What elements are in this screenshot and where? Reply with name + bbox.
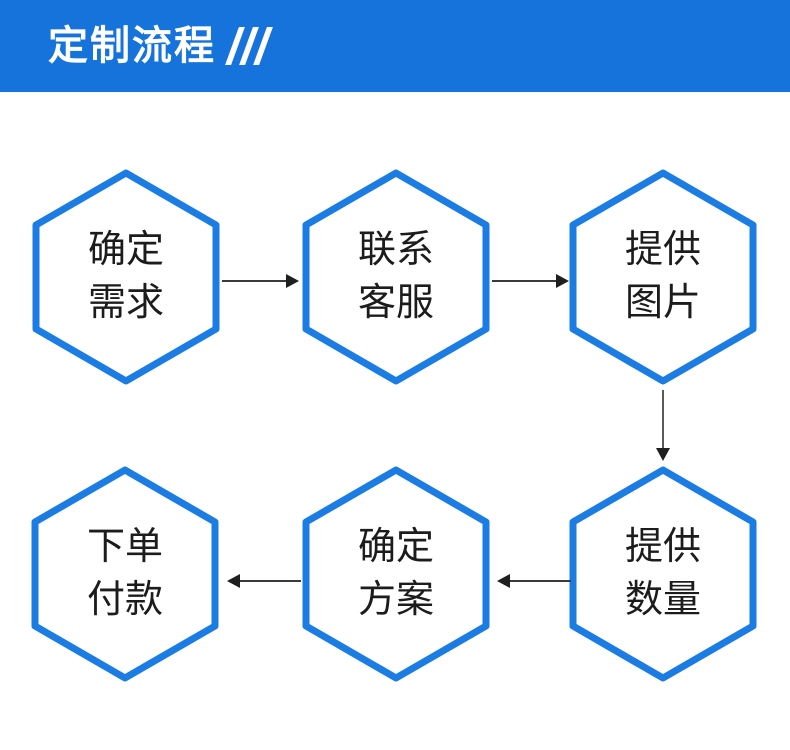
page-title: 定制流程 xyxy=(48,24,216,68)
hex-label-line: 图片 xyxy=(624,282,701,324)
hex-label-line: 需求 xyxy=(87,282,164,324)
hexagon-shape xyxy=(31,466,219,682)
hexagon-shape xyxy=(32,169,220,385)
arrow-left-icon xyxy=(497,574,510,588)
hex-step-6-order-payment: 下单 付款 xyxy=(31,466,219,682)
arrow-right-icon xyxy=(556,274,569,288)
arrow-left-icon xyxy=(227,574,240,588)
hex-step-6-label: 下单 付款 xyxy=(31,466,219,682)
arrow-right-icon xyxy=(286,274,299,288)
hex-step-2-contact-service: 联系 客服 xyxy=(302,169,490,385)
hex-label-line: 提供 xyxy=(624,526,701,568)
hex-step-3-label: 提供 图片 xyxy=(569,169,757,385)
hexagon-shape xyxy=(302,466,490,682)
hex-label-line: 确定 xyxy=(87,229,164,271)
hex-step-3-provide-images: 提供 图片 xyxy=(569,169,757,385)
hex-label-line: 付款 xyxy=(86,579,163,621)
hex-step-1-confirm-requirements: 确定 需求 xyxy=(32,169,220,385)
hex-step-2-label: 联系 客服 xyxy=(302,169,490,385)
hex-label-line: 联系 xyxy=(357,229,434,271)
arrow-step5-to-step6-shaft xyxy=(240,580,301,582)
arrow-down-icon xyxy=(656,448,670,461)
arrow-step2-to-step3-shaft xyxy=(492,280,556,282)
hex-label-line: 确定 xyxy=(357,526,434,568)
hex-step-4-provide-quantity: 提供 数量 xyxy=(569,466,757,682)
hex-label-line: 客服 xyxy=(357,282,434,324)
hexagon-shape xyxy=(302,169,490,385)
arrow-step3-to-step4-shaft xyxy=(662,390,664,448)
triple-slash-icon xyxy=(225,26,274,66)
arrow-step4-to-step5-shaft xyxy=(510,580,571,582)
hex-step-1-label: 确定 需求 xyxy=(32,169,220,385)
hexagon-shape xyxy=(569,169,757,385)
arrow-step1-to-step2-shaft xyxy=(222,280,286,282)
hexagon-shape xyxy=(569,466,757,682)
header-banner: 定制流程 xyxy=(0,0,790,92)
hex-label-line: 方案 xyxy=(357,579,434,621)
hex-step-5-confirm-plan: 确定 方案 xyxy=(302,466,490,682)
hex-step-5-label: 确定 方案 xyxy=(302,466,490,682)
hex-label-line: 提供 xyxy=(624,229,701,271)
hex-label-line: 数量 xyxy=(624,579,701,621)
hex-label-line: 下单 xyxy=(86,526,163,568)
hex-step-4-label: 提供 数量 xyxy=(569,466,757,682)
